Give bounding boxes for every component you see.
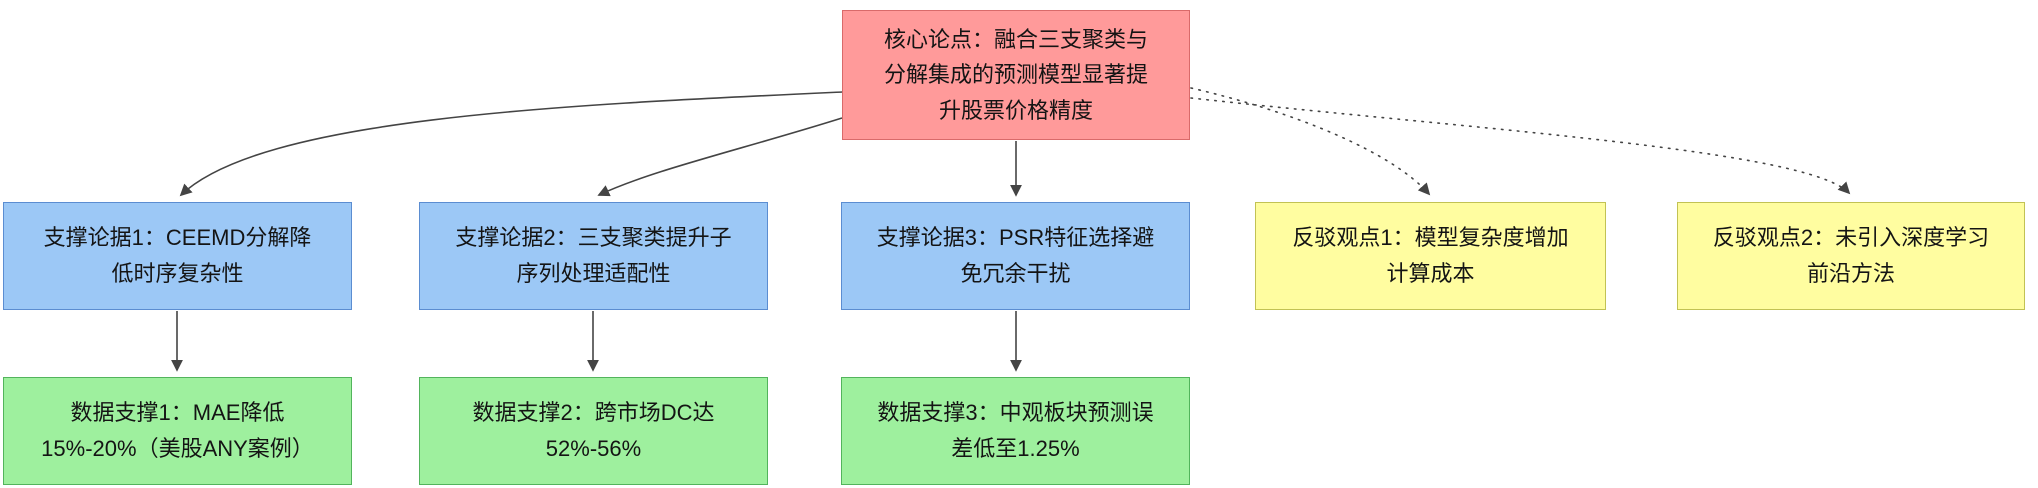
support-node-3-label: 支撑论据3：PSR特征选择避免冗余干扰 [876,225,1155,286]
support-node-1: 支撑论据1：CEEMD分解降低时序复杂性 [3,202,352,310]
core-claim-label: 核心论点：融合三支聚类与分解集成的预测模型显著提升股票价格精度 [883,26,1148,123]
evidence-node-2-label: 数据支撑2：跨市场DC达52%-56% [472,400,715,461]
edge-core-support2 [597,117,843,197]
support-node-1-label: 支撑论据1：CEEMD分解降低时序复杂性 [43,225,312,286]
rebuttal-node-2: 反驳观点2：未引入深度学习前沿方法 [1677,202,2025,310]
rebuttal-node-2-label: 反驳观点2：未引入深度学习前沿方法 [1712,225,1990,286]
evidence-node-3: 数据支撑3：中观板块预测误差低至1.25% [841,377,1190,485]
rebuttal-node-1: 反驳观点1：模型复杂度增加计算成本 [1255,202,1606,310]
evidence-node-1: 数据支撑1：MAE降低15%-20%（美股ANY案例） [3,377,352,485]
evidence-node-2: 数据支撑2：跨市场DC达52%-56% [419,377,768,485]
evidence-node-1-label: 数据支撑1：MAE降低15%-20%（美股ANY案例） [41,400,314,461]
support-node-3: 支撑论据3：PSR特征选择避免冗余干扰 [841,202,1190,310]
edge-core-rebuttal2 [1190,97,1851,195]
edge-core-rebuttal1 [1190,87,1431,196]
support-node-2-label: 支撑论据2：三支聚类提升子序列处理适配性 [455,225,732,286]
core-claim-node: 核心论点：融合三支聚类与分解集成的预测模型显著提升股票价格精度 [842,10,1190,140]
evidence-node-3-label: 数据支撑3：中观板块预测误差低至1.25% [877,400,1154,461]
edge-core-support1 [179,91,843,197]
rebuttal-node-1-label: 反驳观点1：模型复杂度增加计算成本 [1292,225,1569,286]
support-node-2: 支撑论据2：三支聚类提升子序列处理适配性 [419,202,768,310]
